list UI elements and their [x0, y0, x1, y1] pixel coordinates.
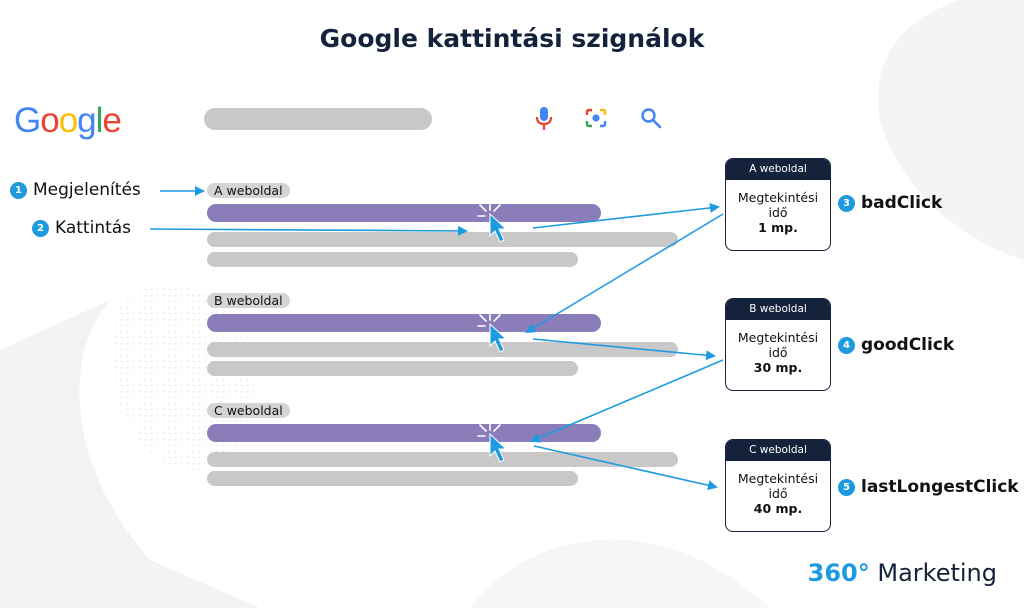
search-bar[interactable]: [204, 108, 432, 130]
result-a-label: A weboldal: [207, 183, 290, 198]
card-c-line-2: idő: [768, 486, 788, 501]
card-b-line-2: idő: [768, 345, 788, 360]
arrow-card-a-to-b: [525, 213, 724, 334]
click-type-last-longest: 5 lastLongestClick: [838, 477, 1019, 497]
step-2-number: 2: [32, 219, 49, 237]
camera-icon[interactable]: [584, 107, 608, 129]
mic-icon[interactable]: [534, 106, 554, 132]
arrow-a-to-card-a: [532, 202, 720, 229]
step-4-number: 4: [838, 336, 855, 354]
brand-accent: 360°: [807, 559, 870, 587]
brand-name: Marketing: [869, 559, 997, 587]
google-logo: Google: [14, 101, 122, 141]
card-a-dwell-time: 1 mp.: [758, 220, 798, 235]
result-c-snippet-line-1: [207, 452, 678, 467]
card-b-header: B weboldal: [726, 299, 830, 320]
result-b-snippet-line-1: [207, 342, 678, 357]
result-c-title-bar[interactable]: [207, 424, 601, 442]
result-b-title-bar[interactable]: [207, 314, 601, 332]
card-b: B weboldal Megtekintési idő 30 mp.: [725, 298, 831, 391]
arrow-c-to-card-c: [533, 445, 718, 491]
page-title: Google kattintási szignálok: [319, 24, 705, 53]
cursor-icon: [477, 311, 507, 353]
result-a-snippet-line-2: [207, 252, 578, 267]
result-c-label: C weboldal: [207, 403, 290, 418]
logo-letter-g: G: [14, 101, 41, 140]
card-b-dwell-time: 30 mp.: [753, 360, 803, 375]
cursor-icon: [477, 421, 507, 463]
card-c-header: C weboldal: [726, 440, 830, 461]
step-2-label: Kattintás: [55, 218, 132, 238]
result-c-snippet-line-2: [207, 471, 578, 486]
click-type-last-longest-label: lastLongestClick: [861, 477, 1019, 497]
click-type-good: 4 goodClick: [838, 335, 954, 355]
step-click: 2 Kattintás: [32, 218, 131, 238]
arrow-card-b-to-c: [530, 359, 724, 443]
logo-letter-g2: g: [77, 101, 96, 140]
result-a-title-bar[interactable]: [207, 204, 601, 222]
result-a-snippet-line-1: [207, 232, 678, 247]
card-c-dwell-time: 40 mp.: [753, 501, 803, 516]
result-b-snippet-line-2: [207, 361, 578, 376]
step-3-number: 3: [838, 194, 855, 212]
card-a-header: A weboldal: [726, 159, 830, 180]
cursor-icon: [477, 201, 507, 243]
click-type-bad: 3 badClick: [838, 193, 942, 213]
step-1-number: 1: [10, 181, 27, 199]
card-a-line-1: Megtekintési: [737, 190, 819, 205]
click-type-bad-label: badClick: [861, 193, 943, 213]
logo-letter-o2: o: [58, 101, 78, 140]
step-5-number: 5: [838, 478, 855, 496]
step-1-label: Megjelenítés: [33, 180, 141, 200]
logo-letter-o1: o: [40, 101, 59, 140]
card-a: A weboldal Megtekintési idő 1 mp.: [725, 158, 831, 251]
arrow-click: [149, 225, 468, 236]
logo-letter-l: l: [95, 101, 104, 140]
click-type-good-label: goodClick: [861, 335, 955, 355]
logo-letter-e: e: [102, 101, 121, 140]
card-c: C weboldal Megtekintési idő 40 mp.: [725, 439, 831, 532]
card-a-line-2: idő: [768, 205, 788, 220]
card-c-line-1: Megtekintési: [737, 471, 819, 486]
result-b-label: B weboldal: [207, 293, 290, 308]
search-icon[interactable]: [640, 107, 662, 129]
card-b-line-1: Megtekintési: [737, 330, 819, 345]
arrow-b-to-card-b: [532, 338, 716, 361]
step-impression: 1 Megjelenítés: [10, 180, 141, 200]
brand-logo: 360° Marketing: [808, 559, 997, 587]
